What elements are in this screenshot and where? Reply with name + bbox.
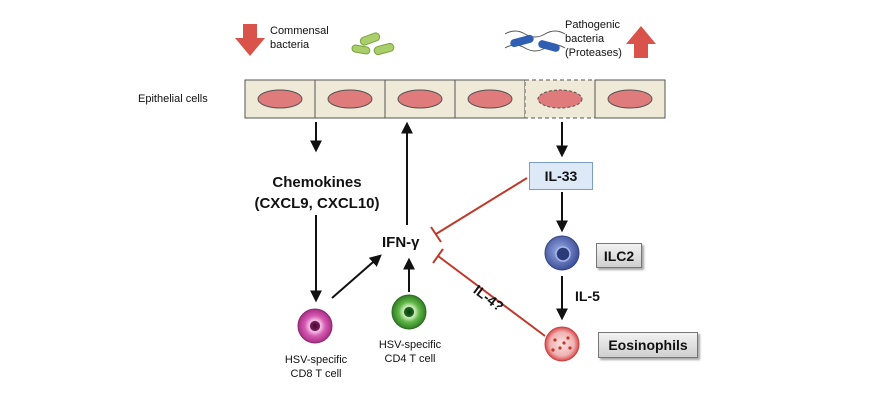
cd8-t-cell [297, 308, 333, 344]
nucleus [467, 89, 513, 109]
nucleus [537, 89, 583, 109]
commensal-label: Commensal bacteria [270, 25, 329, 51]
nucleus [327, 89, 373, 109]
ifn-gamma-label: IFN-γ [382, 234, 420, 251]
cd4-t-cell [391, 294, 427, 330]
inhibit-il33-to-ifn [430, 177, 528, 243]
nucleus [397, 89, 443, 109]
epithelial-cell-row [244, 79, 666, 119]
ilc2-cell [544, 235, 580, 271]
epithelial-cell [244, 79, 316, 119]
nucleus [257, 89, 303, 109]
pathogenic-label: Pathogenic bacteria (Proteases) [565, 19, 622, 59]
cd8-t-cell-label: HSV-specific CD8 T cell [284, 354, 348, 380]
ilc2-box: ILC2 [596, 243, 642, 268]
up-arrow-icon [626, 26, 656, 58]
cd4-t-cell-label: HSV-specific CD4 T cell [378, 339, 442, 365]
pathogenic-bacteria-icon [504, 30, 566, 52]
epithelial-cells-label: Epithelial cells [138, 93, 208, 105]
chemokines-label: Chemokines (CXCL9, CXCL10) [254, 174, 380, 212]
nucleus [607, 89, 653, 109]
arrow-cd8-to-ifn [331, 254, 382, 299]
inhibit-eosinophils-to-ifn [432, 248, 546, 337]
down-arrow-icon [235, 24, 265, 56]
eosinophils-box: Eosinophils [598, 332, 698, 358]
il33-box: IL-33 [529, 162, 593, 190]
il5-label: IL-5 [575, 288, 600, 304]
commensal-bacteria-icon [351, 32, 395, 56]
eosinophil-cell [544, 326, 580, 362]
